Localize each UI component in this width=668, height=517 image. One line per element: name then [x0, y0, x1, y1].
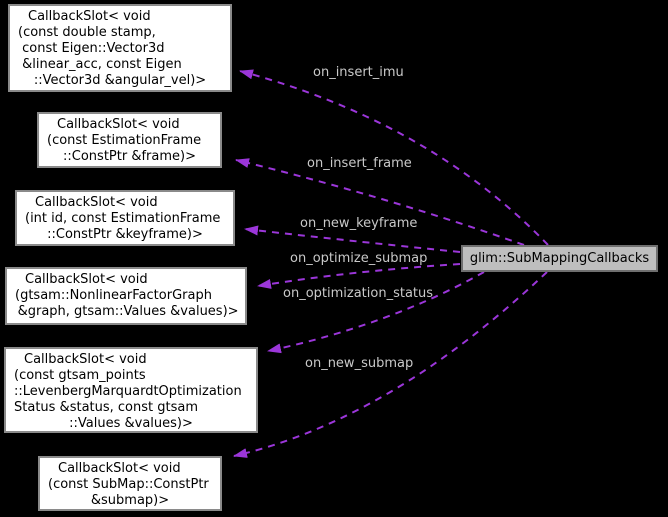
node-text-line: CallbackSlot< void [57, 117, 180, 132]
node-imu-callback-slot[interactable]: CallbackSlot< void (const double stamp, … [8, 4, 232, 92]
node-text-line: CallbackSlot< void [24, 352, 147, 367]
edge-on-optimization-status [267, 271, 485, 354]
edge-label-on-optimization-status: on_optimization_status [283, 286, 434, 301]
edge-label-on-optimize-submap: on_optimize_submap [290, 251, 428, 266]
node-text-line: (const double stamp, [18, 25, 156, 40]
edge-label-on-new-keyframe: on_new_keyframe [300, 216, 418, 231]
edge-label-on-insert-imu: on_insert_imu [313, 65, 404, 80]
node-text-line: &linear_acc, const Eigen [18, 57, 182, 72]
node-factorgraph-callback-slot[interactable]: CallbackSlot< void (gtsam::NonlinearFact… [5, 267, 247, 325]
node-keyframe-callback-slot[interactable]: CallbackSlot< void (int id, const Estima… [15, 190, 235, 246]
node-text-line: (gtsam::NonlinearFactorGraph [15, 288, 212, 303]
node-text-line: const Eigen::Vector3d [18, 41, 165, 56]
node-text-line: Status &status, const gtsam [14, 400, 198, 415]
main-node-label: glim::SubMappingCallbacks [469, 251, 650, 266]
edge-on-insert-imu [239, 69, 549, 246]
node-text-line: CallbackSlot< void [28, 9, 151, 24]
node-glim-submappingcallbacks: glim::SubMappingCallbacks [461, 245, 658, 272]
node-text-line: CallbackSlot< void [25, 272, 148, 287]
node-text-line: ::ConstPtr &keyframe)> [47, 227, 203, 242]
edge-on-optimize-submap [257, 263, 461, 289]
node-text-line: ::Values &values)> [69, 416, 193, 431]
node-submap-callback-slot[interactable]: CallbackSlot< void (const SubMap::ConstP… [38, 456, 222, 511]
node-text-line: ::LevenbergMarquardtOptimization [14, 384, 242, 399]
node-text-line: (const gtsam_points [14, 368, 146, 383]
node-text-line: ::Vector3d &angular_vel)> [33, 73, 207, 88]
node-text-line: &submap)> [90, 493, 170, 508]
edge-on-new-submap [233, 271, 548, 458]
node-text-line: (const SubMap::ConstPtr [48, 477, 209, 492]
node-text-line: (int id, const EstimationFrame [25, 211, 221, 226]
node-text-line: &graph, gtsam::Values &values)> [13, 304, 239, 319]
node-optimization-status-callback-slot[interactable]: CallbackSlot< void (const gtsam_points :… [4, 347, 258, 433]
edge-on-insert-frame [235, 158, 525, 246]
node-text-line: (const EstimationFrame [47, 133, 202, 148]
node-frame-callback-slot[interactable]: CallbackSlot< void (const EstimationFram… [37, 112, 222, 168]
node-text-line: CallbackSlot< void [58, 461, 181, 476]
edge-label-on-insert-frame: on_insert_frame [307, 156, 412, 171]
node-text-line: ::ConstPtr &frame)> [63, 149, 196, 164]
edge-label-on-new-submap: on_new_submap [305, 356, 414, 371]
edge-on-new-keyframe [244, 225, 461, 253]
node-text-line: CallbackSlot< void [35, 195, 158, 210]
